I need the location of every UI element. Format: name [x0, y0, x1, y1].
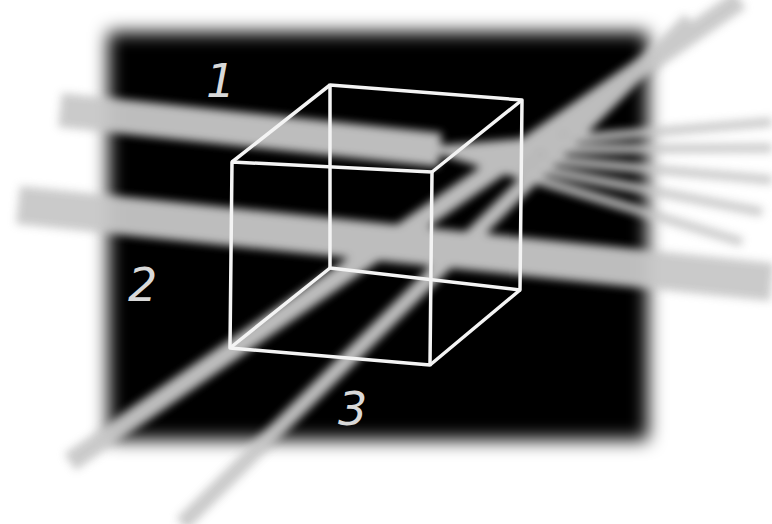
beam-one-ray — [440, 148, 772, 150]
beam-three — [182, 20, 690, 524]
light-beams — [18, 0, 772, 524]
cube-edges — [230, 85, 522, 365]
beam-one — [60, 110, 440, 150]
callout-number: 2 — [128, 262, 157, 308]
cube-back-face — [330, 85, 522, 290]
callout-number: 3 — [338, 386, 367, 432]
cube-front-face — [230, 162, 432, 365]
callout-number: 1 — [206, 58, 235, 104]
wireframe-cube — [230, 85, 522, 365]
